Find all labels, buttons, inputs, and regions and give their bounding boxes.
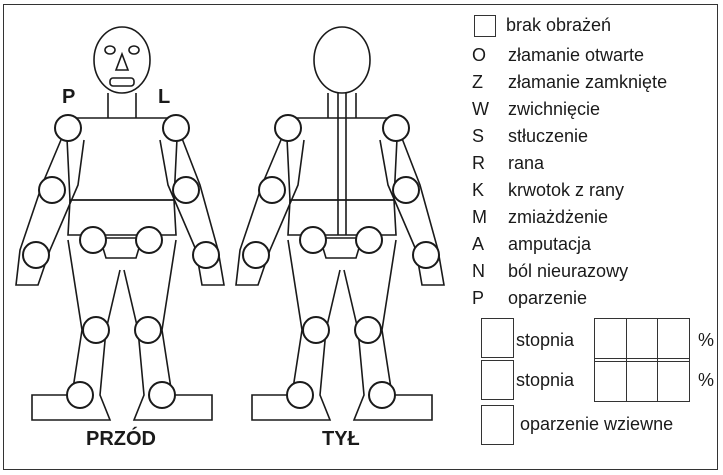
- legend-label: ból nieurazowy: [508, 261, 628, 282]
- body-diagram: [0, 0, 470, 475]
- legend-code: R: [472, 153, 494, 174]
- legend-label: krwotok z rany: [508, 180, 624, 201]
- digit-cell[interactable]: [658, 359, 689, 401]
- legend-code: K: [472, 180, 494, 201]
- front-figure: [16, 27, 224, 420]
- legend-label: stłuczenie: [508, 126, 588, 147]
- back-legs: [252, 240, 432, 420]
- side-label-right-p: P: [62, 86, 75, 109]
- burn-percent-1-sign: %: [698, 330, 714, 351]
- front-caption: PRZÓD: [86, 428, 156, 451]
- legend-code: Z: [472, 72, 494, 93]
- burn-percent-1-grid[interactable]: [594, 318, 690, 362]
- digit-cell[interactable]: [595, 319, 627, 361]
- legend-label: oparzenie: [508, 288, 587, 309]
- legend-label: złamanie zamknięte: [508, 72, 667, 93]
- back-head: [314, 27, 370, 93]
- legend-label: złamanie otwarte: [508, 45, 644, 66]
- legend-code: S: [472, 126, 494, 147]
- inhalation-burn-box[interactable]: [481, 405, 514, 445]
- digit-cell[interactable]: [627, 319, 659, 361]
- no-injury-checkbox[interactable]: [474, 15, 496, 37]
- side-label-left-l: L: [158, 86, 170, 109]
- burn-degree-2-label: stopnia: [516, 370, 574, 391]
- digit-cell[interactable]: [595, 359, 627, 401]
- burn-degree-1-label: stopnia: [516, 330, 574, 351]
- digit-cell[interactable]: [627, 359, 659, 401]
- legend-code: W: [472, 99, 494, 120]
- burn-percent-2-grid[interactable]: [594, 358, 690, 402]
- back-figure: [236, 27, 444, 420]
- burn-percent-2-sign: %: [698, 370, 714, 391]
- digit-cell[interactable]: [658, 319, 689, 361]
- front-legs: [32, 240, 212, 420]
- legend-label: zmiażdżenie: [508, 207, 608, 228]
- inhalation-burn-label: oparzenie wziewne: [520, 414, 673, 435]
- front-head: [94, 27, 150, 93]
- legend-code: N: [472, 261, 494, 282]
- no-injury-label: brak obrażeń: [506, 15, 611, 36]
- legend-code: P: [472, 288, 494, 309]
- legend-code: M: [472, 207, 494, 228]
- legend-label: rana: [508, 153, 544, 174]
- legend-code: O: [472, 45, 494, 66]
- legend-label: zwichnięcie: [508, 99, 600, 120]
- burn-degree-1-box[interactable]: [481, 318, 514, 358]
- legend-label: amputacja: [508, 234, 591, 255]
- burn-degree-2-box[interactable]: [481, 360, 514, 400]
- legend-code: A: [472, 234, 494, 255]
- back-caption: TYŁ: [322, 428, 360, 451]
